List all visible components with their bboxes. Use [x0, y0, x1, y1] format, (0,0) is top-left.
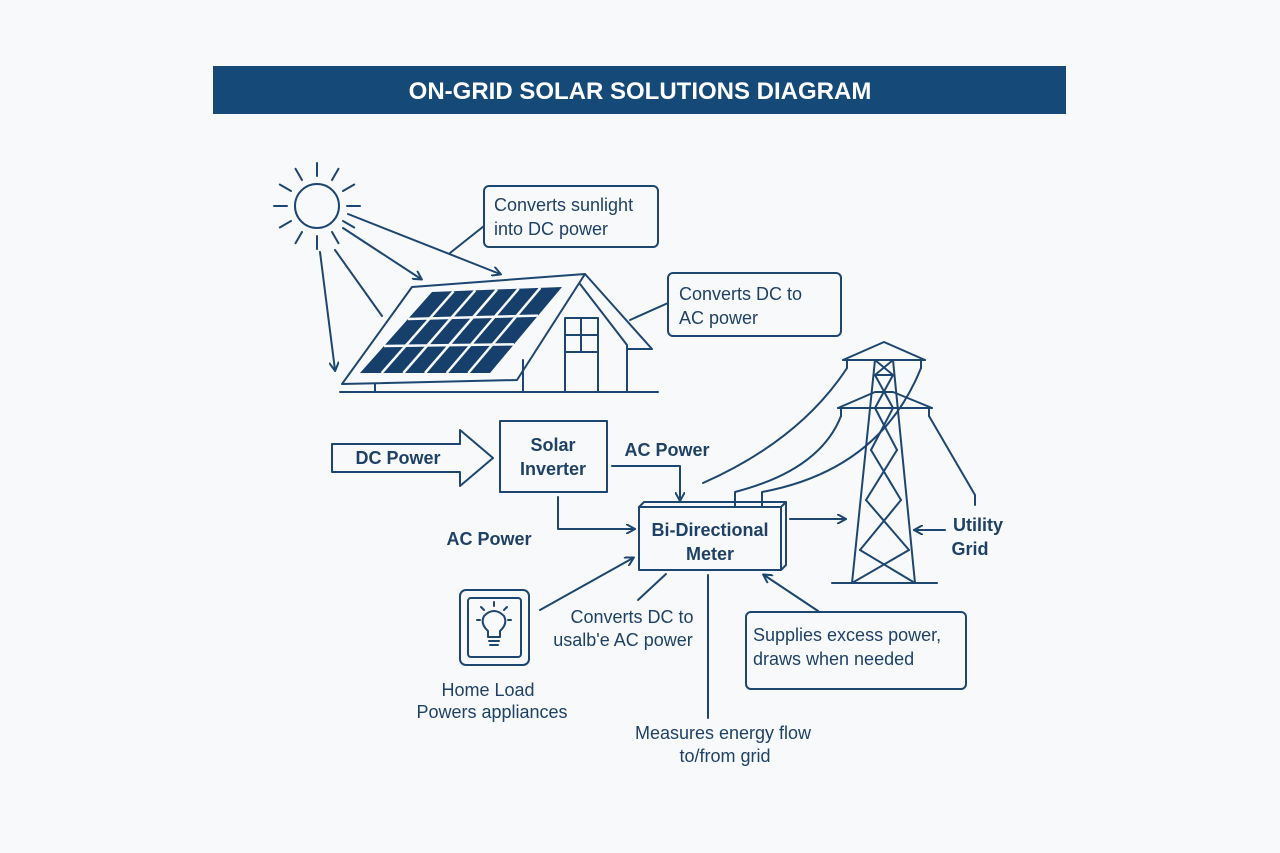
ac-power-label: AC Power [446, 529, 531, 549]
callout-text: Supplies excess power, [753, 625, 941, 645]
inverter-label: Inverter [520, 459, 586, 479]
inverter-label: Solar [530, 435, 575, 455]
converts-label: usalb'e AC power [553, 630, 693, 650]
sun-ray [294, 230, 303, 245]
measures-label: to/from grid [679, 746, 770, 766]
converts-label: Converts DC to [570, 607, 693, 627]
light-bulb-icon [459, 589, 530, 666]
sun-ray [341, 183, 356, 192]
callout-text: Converts sunlight [494, 195, 633, 215]
callout-text: draws when needed [753, 649, 914, 669]
panel-cell-line [402, 289, 477, 374]
title-banner: ON-GRID SOLAR SOLUTIONS DIAGRAM [213, 66, 1066, 114]
callout-text: Converts DC to [679, 284, 802, 304]
sun-ray [294, 167, 303, 182]
panel-cell-line [424, 288, 498, 374]
panel-cell-line [407, 314, 539, 321]
utility-grid-label: Grid [951, 539, 988, 559]
callout-grid-supply: Supplies excess power, draws when needed [745, 575, 967, 690]
callout-text: AC power [679, 308, 758, 328]
page-title: ON-GRID SOLAR SOLUTIONS DIAGRAM [409, 78, 872, 105]
panel-cell-line [445, 287, 520, 374]
ac-power-label: AC Power [624, 440, 709, 460]
meter-label: Bi-Directional [651, 520, 768, 540]
home-load-arrow [539, 558, 633, 611]
sun-ray [331, 230, 340, 245]
panel-cell-line [383, 343, 515, 348]
panel-cell-line [380, 290, 455, 374]
panel-cell-line [467, 287, 542, 374]
sun-icon [273, 162, 361, 250]
meter-label: Meter [686, 544, 734, 564]
sun-ray [331, 167, 340, 182]
dc-power-label: DC Power [355, 448, 440, 468]
sun-ray [341, 220, 356, 229]
solar-panel-icon [341, 273, 586, 385]
transmission-tower-icon [702, 341, 976, 584]
ac-flow-arrow [557, 496, 634, 529]
connector-line [637, 573, 667, 601]
home-load-label: Powers appliances [416, 702, 567, 722]
dc-power-arrow: DC Power [331, 429, 494, 487]
solar-inverter: Solar Inverter [499, 420, 608, 493]
utility-grid-label: Utility [953, 515, 1003, 535]
callout-text: into DC power [494, 219, 608, 239]
home-load-label: Home Load [441, 680, 534, 700]
ac-flow-arrow [611, 465, 680, 500]
measures-label: Measures energy flow [635, 723, 812, 743]
callout-house: Converts DC to AC power [629, 272, 842, 337]
sun-ray [278, 220, 293, 229]
callout-panel: Converts sunlight into DC power [449, 185, 659, 254]
sun-ray [278, 183, 293, 192]
house-icon [339, 273, 659, 393]
bi-directional-meter: Bi-Directional Meter [638, 501, 787, 571]
sunlight-arrows [319, 213, 500, 370]
